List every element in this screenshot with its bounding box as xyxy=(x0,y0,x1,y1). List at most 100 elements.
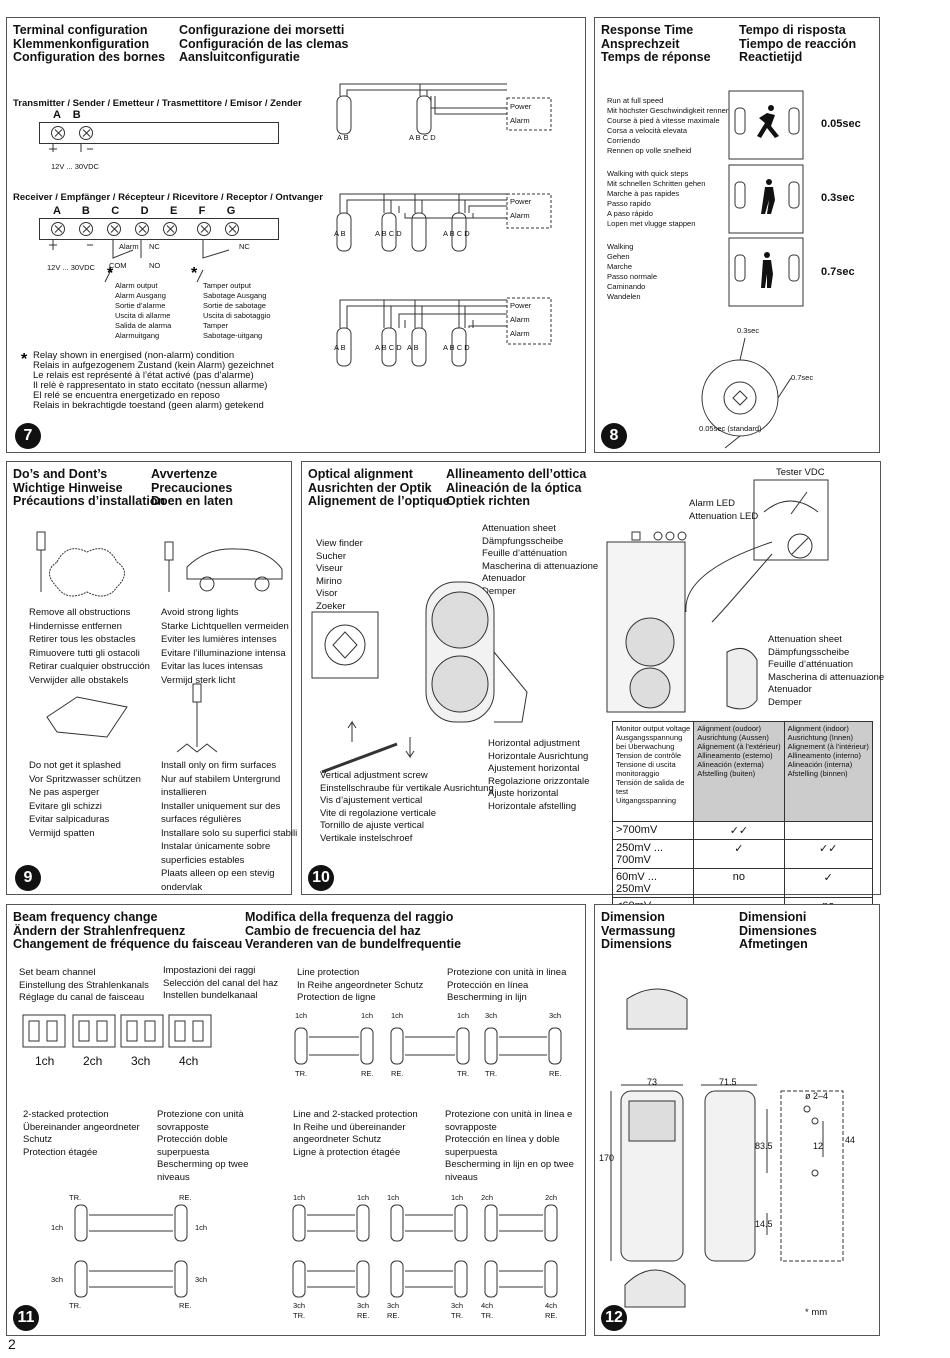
lp-re-2: RE. xyxy=(391,1069,404,1078)
panel12-drawings xyxy=(610,988,844,1308)
dim-715: 71.5 xyxy=(719,1077,737,1087)
w2-alarm: Alarm xyxy=(510,211,530,220)
ls-top-2: 1ch xyxy=(357,1193,370,1202)
panel10-title-left: Optical alignment Ausrichten der Optik A… xyxy=(308,467,450,508)
relay-alarm: Alarm xyxy=(119,242,139,251)
transmitter-label: Transmitter / Sender / Emetteur / Trasme… xyxy=(13,98,302,109)
rx-terminal-g xyxy=(225,222,239,236)
st-ch-2: 1ch xyxy=(195,1223,208,1232)
rx-terminal-f xyxy=(197,222,211,236)
ls-top-3: 1ch xyxy=(387,1193,400,1202)
walkq-list: Walking with quick steps Mit schnellen S… xyxy=(607,169,706,228)
viewfinder-list: View finder Sucher Viseur Mirino Visor Z… xyxy=(316,538,363,612)
ls-bot-6: 4ch xyxy=(545,1301,558,1310)
w3-power: Power xyxy=(510,301,532,310)
lp-ch-1: 1ch xyxy=(295,1011,308,1020)
lp-ch-2: 1ch xyxy=(361,1011,374,1020)
rx-letters: A B C D E F G xyxy=(53,205,236,217)
panel-dos-and-donts: Do’s and Dont’s Wichtige Hinweise Précau… xyxy=(6,461,297,895)
ls-bot-4: 3ch xyxy=(451,1301,464,1310)
dial-07: 0.7sec xyxy=(791,373,814,382)
panel11-title-left: Beam frequency change Ändern der Strahle… xyxy=(13,910,243,951)
transmitter-terminal-strip xyxy=(39,122,279,144)
attenuation-list-2: Attenuation sheet Dämpfungsscheibe Feuil… xyxy=(768,634,885,708)
time-005: 0.05sec xyxy=(821,118,861,130)
w3-alarm1: Alarm xyxy=(510,315,530,324)
relay-com: COM xyxy=(109,261,127,270)
row-indoor: ✓ xyxy=(783,868,873,898)
row-voltage: 250mV ... 700mV xyxy=(611,839,695,869)
panel12-title-right: Dimensioni Dimensiones Afmetingen xyxy=(739,910,817,951)
panel8-title-right: Tempo di risposta Tiempo de reacción Rea… xyxy=(739,23,857,64)
w1-power: Power xyxy=(510,102,532,111)
panel9-title-left: Do’s and Dont’s Wichtige Hinweise Précau… xyxy=(13,467,166,508)
wire-label-5: A B C D xyxy=(443,229,470,238)
line-stacked-it-list: Protezione con unità in linea e sovrappo… xyxy=(445,1109,574,1183)
panel7-wiring: * * * xyxy=(21,83,552,368)
panel10-title-right: Allineamento dell’ottica Alineación de l… xyxy=(446,467,587,508)
receiver-terminal-strip xyxy=(39,218,279,240)
panel-optical-alignment: Optical alignment Ausrichten der Optik A… xyxy=(301,461,885,915)
ls-top-4: 1ch xyxy=(451,1193,464,1202)
ch3-label: 3ch xyxy=(131,1054,151,1068)
dim-12: 12 xyxy=(813,1141,824,1151)
ls-top-5: 2ch xyxy=(481,1193,494,1202)
lp-re-1: RE. xyxy=(361,1069,374,1078)
row-voltage: 60mV ... 250mV xyxy=(611,868,695,898)
panel10-number-badge: 10 xyxy=(308,865,334,891)
wire-label-1: A B xyxy=(337,133,349,142)
impost-list: Impostazioni dei raggi Selección del can… xyxy=(163,965,279,1001)
panel-beam-frequency: Beam frequency change Ändern der Strahle… xyxy=(6,904,586,1336)
page-number: 2 xyxy=(8,1336,16,1352)
wire-label-8: A B C D xyxy=(375,343,402,352)
tx-letters: A B xyxy=(53,109,81,121)
lights-list: Avoid strong lights Starke Lichtquellen … xyxy=(161,607,289,686)
line-prot-list: Line protection In Reihe angeordneter Sc… xyxy=(297,967,424,1003)
panel-response-time: Response Time Ansprechzeit Temps de répo… xyxy=(594,17,880,453)
line-stacked-list: Line and 2-stacked protection In Reihe u… xyxy=(293,1109,418,1158)
panel9-number-badge: 9 xyxy=(15,865,41,891)
wire-label-2: A B C D xyxy=(409,133,436,142)
rx-terminal-d xyxy=(135,222,149,236)
wire-label-3: A B xyxy=(334,229,346,238)
panel8-title-left: Response Time Ansprechzeit Temps de répo… xyxy=(601,23,711,64)
attenuation-list-1: Attenuation sheet Dämpfungsscheibe Feuil… xyxy=(482,523,599,597)
alarm-led-label: Alarm LED xyxy=(689,498,735,509)
tx-voltage: 12V ... 30VDC xyxy=(51,162,99,171)
receiver-label: Receiver / Empfänger / Récepteur / Ricev… xyxy=(13,192,323,203)
run-list: Run at full speed Mit höchster Geschwind… xyxy=(607,96,730,155)
lp-tr-2: TR. xyxy=(457,1069,470,1078)
wire-label-10: A B C D xyxy=(443,343,470,352)
lp-ch-6: 3ch xyxy=(549,1011,562,1020)
panel12-title-left: Dimension Vermassung Dimensions xyxy=(601,910,676,951)
st-tr-bot: TR. xyxy=(69,1301,82,1310)
st-ch-3: 3ch xyxy=(51,1275,64,1284)
line-prot-it-list: Protezione con unità in linea Protección… xyxy=(447,967,567,1003)
row-outdoor: ✓ xyxy=(693,839,785,869)
panel7-title-left: Terminal configuration Klemmenkonfigurat… xyxy=(13,23,166,64)
dim-170: 170 xyxy=(599,1153,615,1163)
dial-005: 0.05sec (standard) xyxy=(699,424,762,433)
row-outdoor: no xyxy=(693,868,785,898)
attenuation-led-label: Attenuation LED xyxy=(689,511,759,522)
rx-terminal-b xyxy=(79,222,93,236)
st-re-bot: RE. xyxy=(179,1301,192,1310)
splash-list: Do not get it splashed Vor Spritzwasser … xyxy=(29,760,141,839)
row-outdoor: ✓✓ xyxy=(693,821,785,840)
ch2-label: 2ch xyxy=(83,1054,103,1068)
lp-ch-5: 3ch xyxy=(485,1011,498,1020)
panel-terminal-configuration: Terminal configuration Klemmenkonfigurat… xyxy=(6,17,586,453)
alarm-output-list: Alarm output Alarm Ausgang Sortie d’alar… xyxy=(115,281,172,340)
dim-hole: ø 2–4 xyxy=(805,1091,829,1101)
table-header-outdoor: Alignment (oudoor) Ausrichtung (Aussen) … xyxy=(693,721,785,822)
svg-text:*: * xyxy=(107,265,114,282)
rx-terminal-a xyxy=(51,222,65,236)
ls-top-6: 2ch xyxy=(545,1193,558,1202)
unit-mm: * mm xyxy=(805,1307,828,1318)
dim-73: 73 xyxy=(647,1077,658,1087)
row-indoor xyxy=(783,821,873,840)
st-ch-4: 3ch xyxy=(195,1275,208,1284)
time-03: 0.3sec xyxy=(821,192,855,204)
ls-bot-2: 3ch xyxy=(357,1301,370,1310)
obstructions-list: Remove all obstructions Hindernisse entf… xyxy=(29,607,150,686)
